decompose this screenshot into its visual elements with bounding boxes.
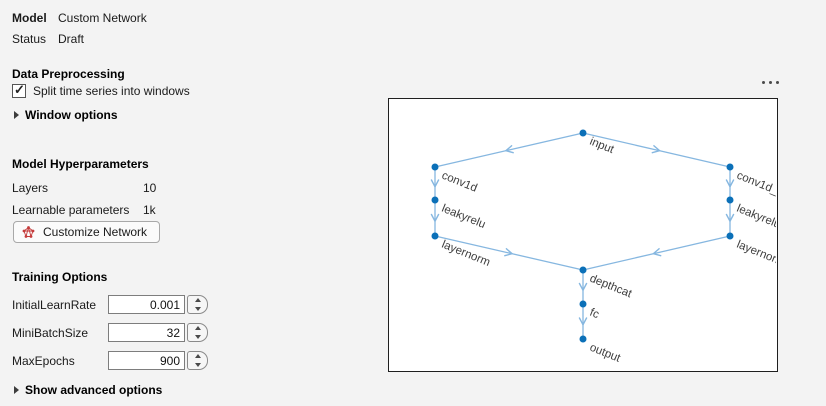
- window-options-expander[interactable]: Window options: [14, 108, 118, 122]
- mini-batch-size-stepper: [187, 323, 208, 342]
- section-title-data-preprocessing: Data Preprocessing: [12, 67, 125, 81]
- collapsed-triangle-icon: [14, 386, 19, 394]
- graph-node-conv1d_1[interactable]: [726, 163, 734, 171]
- stepper-up-button[interactable]: [188, 324, 207, 333]
- ellipsis-dot: [762, 81, 765, 84]
- model-info-row: Model Custom Network: [12, 11, 147, 25]
- graph-node-label-fc: fc: [588, 307, 601, 322]
- graph-edge-input-conv1d_1: [582, 132, 731, 168]
- max-epochs-label: MaxEpochs: [12, 354, 75, 368]
- graph-node-label-input: input: [588, 136, 616, 157]
- graph-node-label-layernorm_1: layernorm_1: [735, 239, 776, 274]
- stepper-up-button[interactable]: [188, 296, 207, 305]
- layers-value: 10: [143, 181, 157, 195]
- status-value: Draft: [58, 32, 85, 46]
- model-value: Custom Network: [58, 11, 147, 25]
- graph-node-conv1d[interactable]: [431, 163, 439, 171]
- max-epochs-input[interactable]: [108, 351, 185, 370]
- show-advanced-options-label: Show advanced options: [25, 383, 163, 397]
- learnable-parameters-value: 1k: [143, 203, 156, 217]
- window-options-label: Window options: [25, 108, 118, 122]
- graph-edges: [430, 132, 735, 339]
- split-windows-row: ✓ Split time series into windows: [12, 82, 190, 98]
- checkmark-icon: ✓: [14, 82, 25, 97]
- arrow-down-icon: [194, 362, 201, 367]
- graph-node-leakyrelu[interactable]: [431, 196, 439, 204]
- graph-node-label-output: output: [588, 342, 623, 365]
- collapsed-triangle-icon: [14, 111, 19, 119]
- stepper-up-button[interactable]: [188, 352, 207, 361]
- graph-node-leakyrelu_1[interactable]: [726, 196, 734, 204]
- graph-node-label-depthcat: depthcat: [588, 273, 634, 301]
- section-title-model-hyperparameters: Model Hyperparameters: [12, 157, 149, 171]
- graph-node-label-leakyrelu_1: leakyrelu_1: [735, 203, 776, 236]
- mini-batch-size-input[interactable]: [108, 323, 185, 342]
- diagram-menu-ellipsis[interactable]: [760, 79, 781, 86]
- graph-node-layernorm[interactable]: [431, 232, 439, 240]
- stepper-down-button[interactable]: [188, 333, 207, 342]
- split-windows-label: Split time series into windows: [33, 84, 190, 98]
- graph-node-depthcat[interactable]: [579, 266, 587, 274]
- initial-learn-rate-stepper: [187, 295, 208, 314]
- learnable-parameters-label: Learnable parameters: [12, 203, 130, 217]
- ellipsis-dot: [769, 81, 772, 84]
- arrow-up-icon: [194, 326, 201, 331]
- arrow-up-icon: [194, 354, 201, 359]
- graph-node-output[interactable]: [579, 335, 587, 343]
- network-icon: [22, 225, 35, 238]
- graph-node-label-leakyrelu: leakyrelu: [440, 203, 487, 231]
- status-label: Status: [12, 32, 47, 46]
- stepper-down-button[interactable]: [188, 361, 207, 370]
- split-windows-checkbox[interactable]: ✓: [12, 82, 26, 98]
- initial-learn-rate-input[interactable]: [108, 295, 185, 314]
- initial-learn-rate-label: InitialLearnRate: [12, 298, 97, 312]
- customize-network-label: Customize Network: [43, 225, 148, 239]
- max-epochs-stepper: [187, 351, 208, 370]
- graph-edge-input-conv1d: [434, 132, 584, 168]
- graph-node-label-conv1d: conv1d: [440, 170, 479, 195]
- network-graph: inputconv1dleakyrelulayernormconv1d_1lea…: [430, 129, 776, 365]
- ellipsis-dot: [776, 81, 779, 84]
- arrow-up-icon: [194, 298, 201, 303]
- customize-network-button[interactable]: Customize Network: [13, 221, 161, 243]
- graph-edge-layernorm-depthcat: [434, 235, 584, 271]
- show-advanced-options-expander[interactable]: Show advanced options: [14, 383, 162, 397]
- arrow-down-icon: [194, 334, 201, 339]
- status-info-row: Status Draft: [12, 32, 84, 46]
- model-label: Model: [12, 11, 47, 25]
- learnable-parameters-row: Learnable parameters 1k: [12, 203, 156, 217]
- layers-label: Layers: [12, 181, 49, 195]
- graph-node-label-conv1d_1: conv1d_1: [735, 170, 776, 200]
- graph-node-input[interactable]: [579, 129, 587, 137]
- arrow-down-icon: [194, 306, 201, 311]
- section-title-training-options: Training Options: [12, 270, 108, 284]
- graph-node-layernorm_1[interactable]: [726, 232, 734, 240]
- layers-row: Layers 10: [12, 181, 156, 195]
- mini-batch-size-label: MiniBatchSize: [12, 326, 89, 340]
- stepper-down-button[interactable]: [188, 305, 207, 314]
- graph-node-fc[interactable]: [579, 300, 587, 308]
- graph-edge-layernorm_1-depthcat: [582, 235, 731, 271]
